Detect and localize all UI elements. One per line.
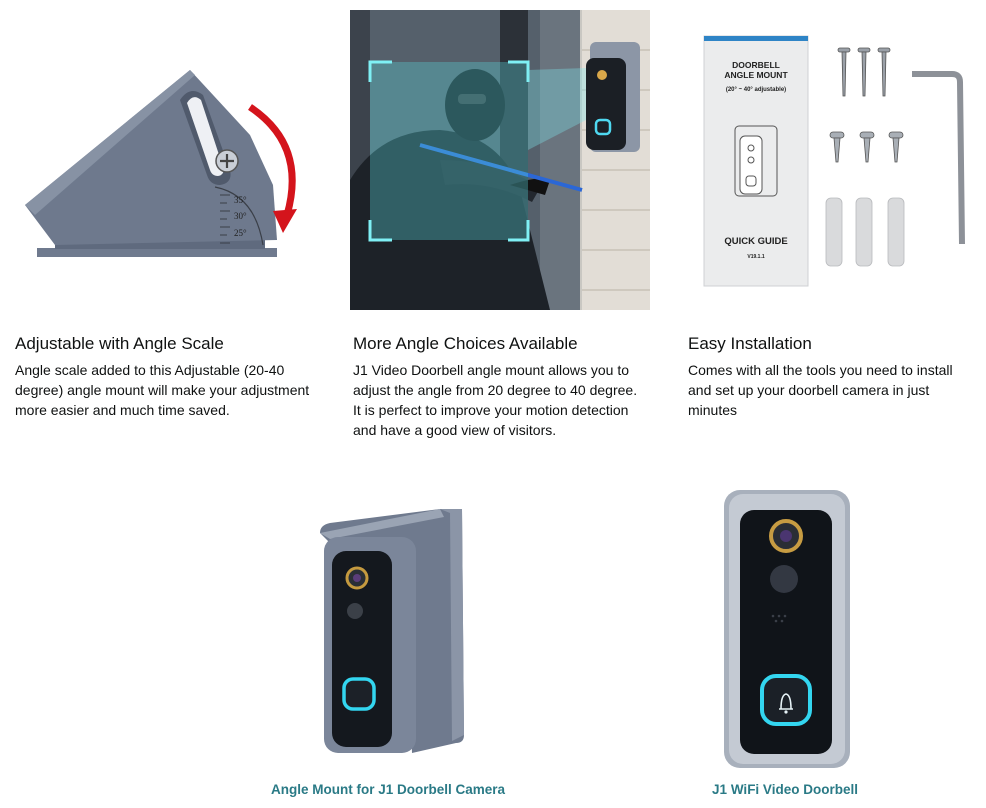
wifi-doorbell-product-image[interactable]	[724, 490, 852, 768]
allen-key-icon	[912, 71, 965, 245]
doorbell-button-icon	[760, 674, 812, 726]
screw-short-icon	[829, 131, 845, 163]
scale-mark-25: 25°	[234, 228, 247, 238]
caption-angle-mount[interactable]: Angle Mount for J1 Doorbell Camera	[270, 782, 506, 797]
installation-kit-image: DOORBELL ANGLE MOUNT (20° ~ 40° adjustab…	[700, 30, 986, 290]
guide-footer: QUICK GUIDE	[724, 236, 787, 247]
screw-long-icon	[837, 47, 851, 97]
feature-title-angle-choices: More Angle Choices Available	[353, 334, 578, 353]
feature-title-easy-installation: Easy Installation	[688, 334, 812, 353]
caption-wifi-doorbell[interactable]: J1 WiFi Video Doorbell	[712, 782, 858, 797]
scale-mark-35: 35°	[234, 195, 247, 205]
scale-mark-30: 30°	[234, 211, 247, 221]
bell-button-icon	[342, 677, 376, 711]
wall-anchor-icon	[825, 197, 843, 267]
angle-mount-product-image[interactable]	[312, 503, 472, 763]
feature-title-angle-scale: Adjustable with Angle Scale	[15, 334, 224, 353]
guide-title-line1: DOORBELL	[732, 60, 780, 70]
feature-text-easy-installation: Comes with all the tools you need to ins…	[688, 362, 953, 418]
feature-text-angle-choices: J1 Video Doorbell angle mount allows you…	[353, 362, 638, 438]
guide-version: V19.1.1	[747, 254, 764, 260]
burglar-scene-image	[350, 10, 650, 310]
angle-scale-image: 35° 30° 25°	[15, 55, 300, 270]
feature-text-angle-scale: Angle scale added to this Adjustable (20…	[15, 362, 310, 418]
guide-subtitle: (20° ~ 40° adjustable)	[726, 87, 786, 93]
rotate-arrow-icon	[248, 104, 296, 216]
guide-title-line2: ANGLE MOUNT	[724, 70, 788, 80]
